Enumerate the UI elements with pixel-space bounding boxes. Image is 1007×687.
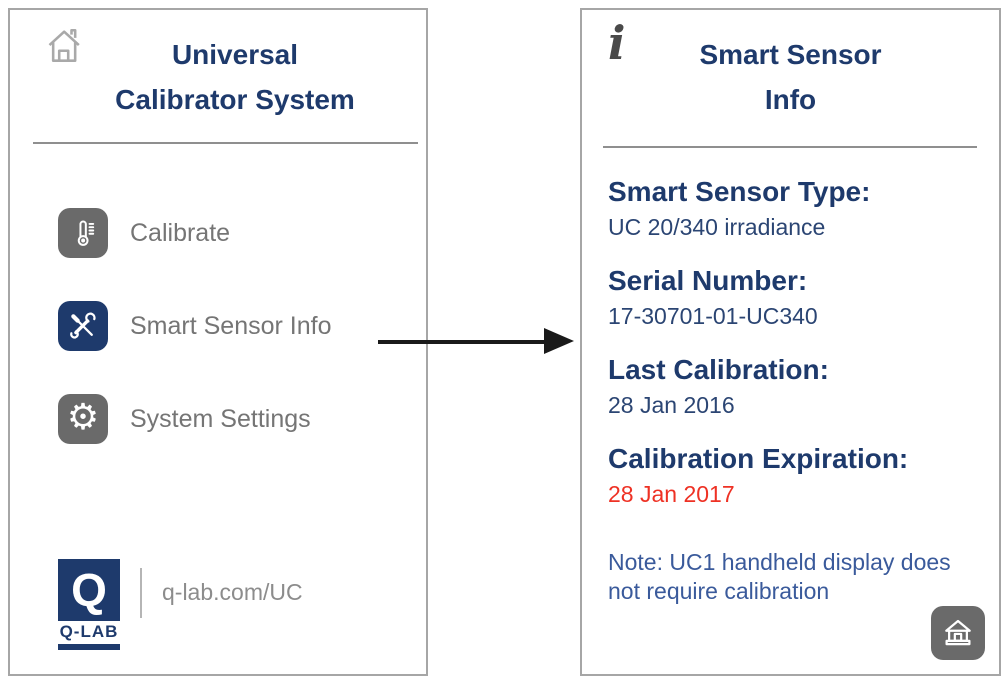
menu-item-system-settings[interactable]: ⚙ System Settings	[58, 394, 426, 444]
main-menu: Calibrate Smart Sensor Info ⚙	[58, 208, 426, 444]
title-divider	[603, 146, 977, 148]
thermometer-icon	[58, 208, 108, 258]
menu-item-calibrate[interactable]: Calibrate	[58, 208, 426, 258]
home-icon	[945, 619, 971, 646]
calibration-note: Note: UC1 handheld display does not requ…	[608, 549, 951, 604]
page-title-line2: Calibrator System	[115, 84, 355, 115]
menu-item-label: Calibrate	[130, 218, 231, 247]
field-label: Smart Sensor Type:	[608, 176, 871, 207]
tools-icon	[58, 301, 108, 351]
footer-brand-row: Q Q-LAB q-lab.com/UC	[58, 559, 303, 650]
menu-item-label: Smart Sensor Info	[130, 311, 332, 340]
qlab-logo-mark: Q	[58, 559, 120, 621]
qlab-logo-name: Q-LAB	[59, 622, 119, 641]
field-value-expiration: 28 Jan 2017	[608, 481, 735, 507]
gear-icon: ⚙	[58, 394, 108, 444]
home-screen-panel: Universal Calibrator System Calibrate	[8, 8, 428, 676]
qlab-logo: Q Q-LAB	[58, 559, 120, 650]
page-title: Universal Calibrator System	[10, 32, 426, 122]
field-calibration-expiration: Calibration Expiration: 28 Jan 2017	[608, 443, 979, 508]
page-title-line1: Smart Sensor	[699, 39, 882, 70]
footer-vertical-divider	[140, 567, 142, 618]
menu-item-label: System Settings	[130, 404, 311, 433]
qlab-logo-underline	[58, 644, 120, 650]
page-title-line2: Info	[764, 84, 817, 115]
home-button[interactable]	[931, 606, 985, 660]
field-value: UC 20/340 irradiance	[608, 214, 826, 240]
field-serial-number: Serial Number: 17-30701-01-UC340	[608, 265, 979, 330]
footer-link-text: q-lab.com/UC	[162, 579, 303, 605]
title-divider	[33, 142, 418, 144]
page-title: Smart Sensor Info	[582, 32, 999, 122]
arrow-line	[378, 340, 546, 344]
field-sensor-type: Smart Sensor Type: UC 20/340 irradiance	[608, 176, 979, 241]
arrow-head-icon	[544, 328, 574, 354]
menu-item-smart-sensor-info[interactable]: Smart Sensor Info	[58, 301, 426, 351]
field-label: Last Calibration:	[608, 354, 829, 385]
sensor-info-fields: Smart Sensor Type: UC 20/340 irradiance …	[608, 176, 979, 508]
gear-glyph: ⚙	[66, 397, 100, 438]
field-label: Calibration Expiration:	[608, 443, 909, 474]
smart-sensor-info-panel: i Smart Sensor Info Smart Sensor Type: U…	[580, 8, 1001, 676]
info-icon: i	[608, 16, 626, 70]
field-value: 28 Jan 2016	[608, 392, 735, 418]
transition-arrow	[378, 328, 574, 355]
field-value: 17-30701-01-UC340	[608, 303, 818, 329]
field-last-calibration: Last Calibration: 28 Jan 2016	[608, 354, 979, 419]
home-icon	[44, 24, 88, 68]
field-label: Serial Number:	[608, 265, 808, 296]
page-title-line1: Universal	[171, 39, 299, 70]
